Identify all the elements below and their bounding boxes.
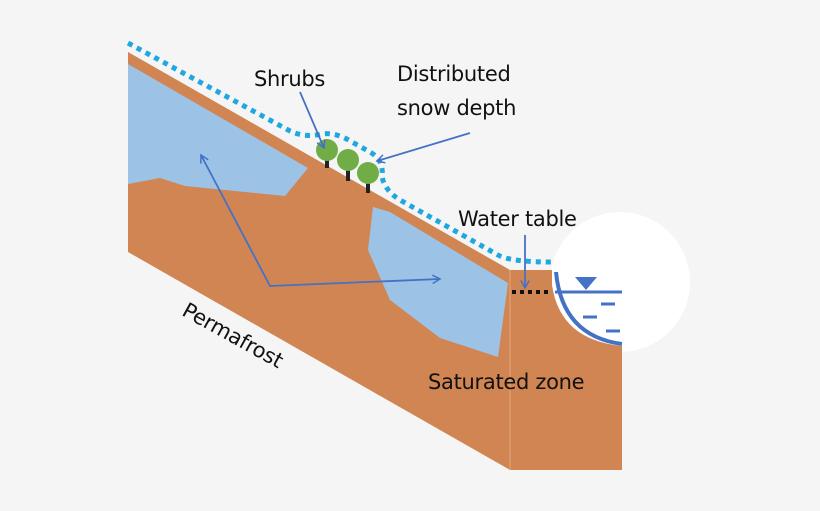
saturated-zone-block (510, 270, 552, 470)
shrubs-arrow (299, 91, 326, 150)
snow-depth-label-line2: snow depth (397, 96, 517, 120)
stream-bank (552, 270, 622, 470)
saturated-zone-label: Saturated zone (428, 370, 585, 394)
snow-depth-arrow (375, 132, 471, 164)
shrubs-label: Shrubs (254, 67, 326, 91)
water-level-triangle-icon (575, 277, 597, 290)
stream-channel (554, 271, 623, 346)
permafrost-arrows (200, 153, 442, 287)
water-table-label: Water table (458, 207, 577, 231)
snow-depth-label-line1: Distributed (397, 62, 511, 86)
